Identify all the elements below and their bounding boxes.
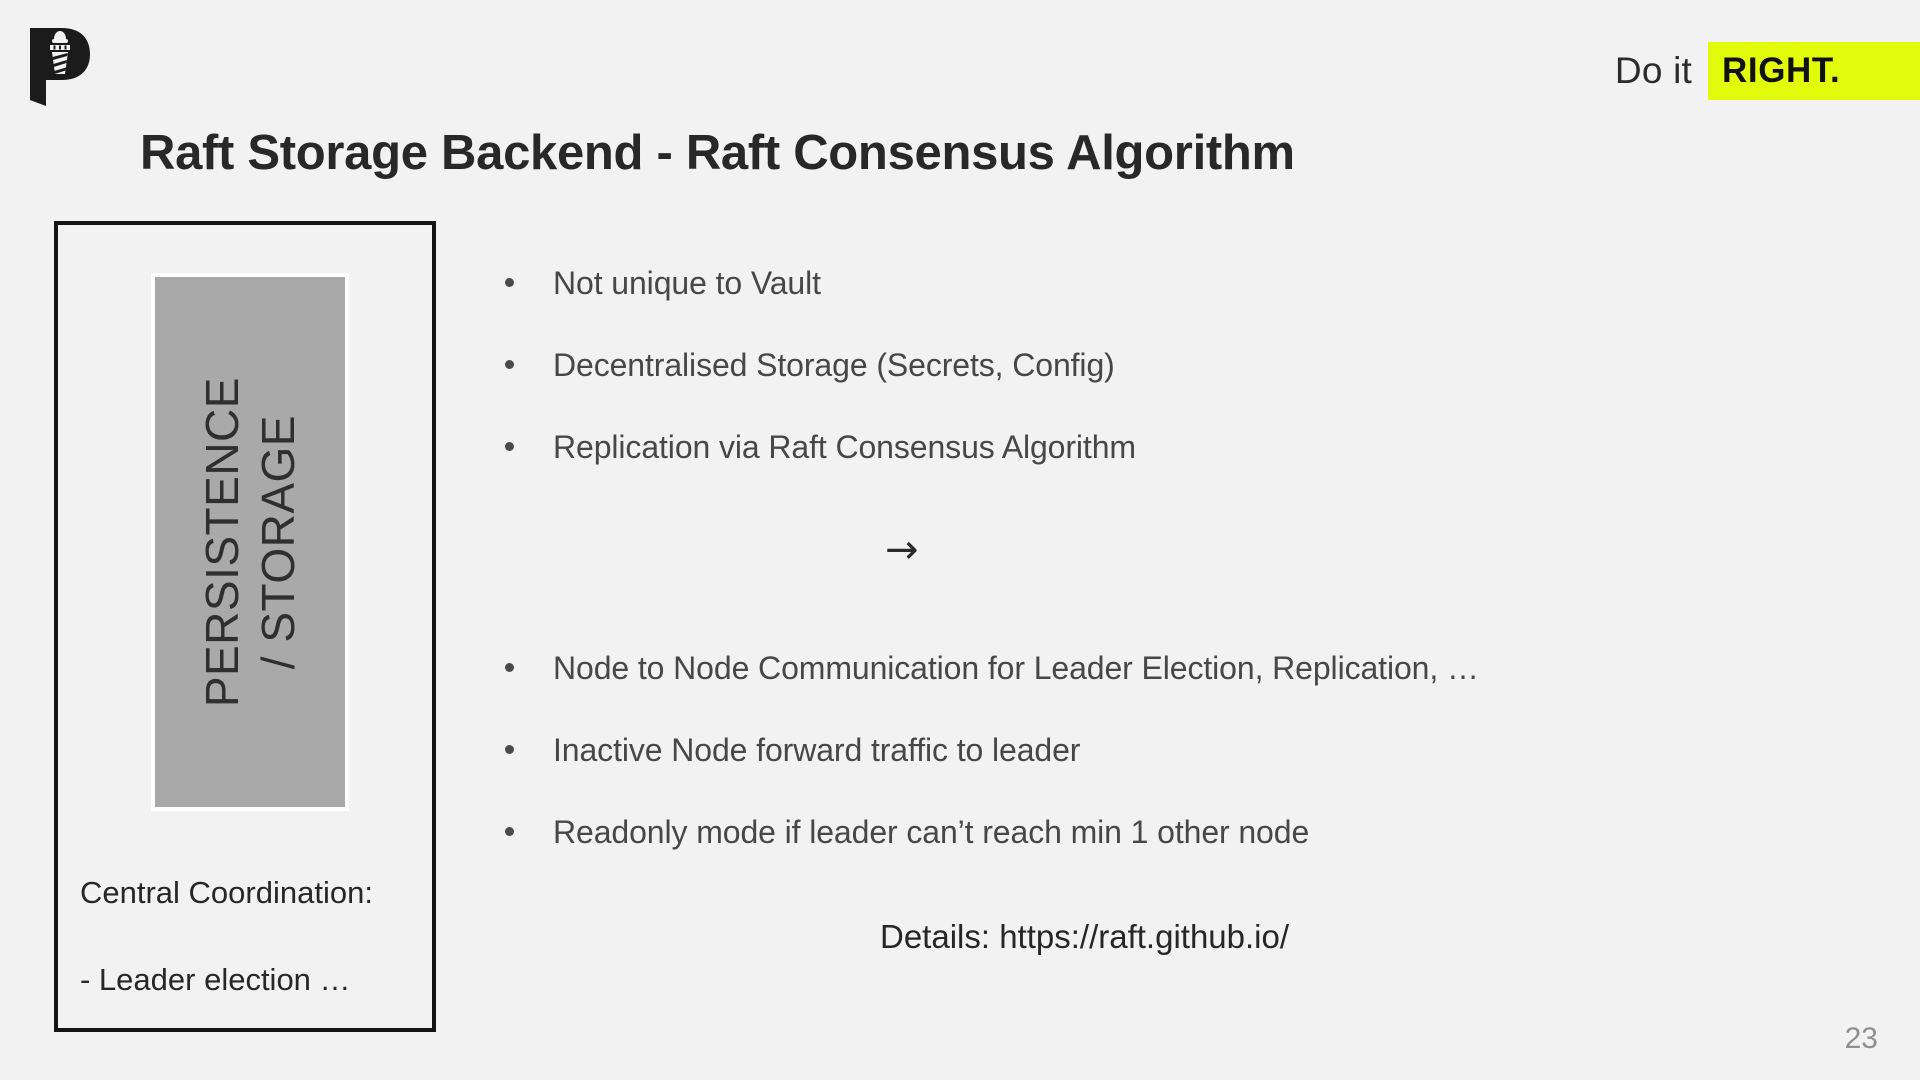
arrow-right-icon: → (885, 527, 919, 573)
bullet-dot-icon (505, 442, 514, 451)
list-item: Node to Node Communication for Leader El… (505, 650, 1479, 687)
bullet-list-bottom: Node to Node Communication for Leader El… (505, 650, 1479, 851)
list-item: Not unique to Vault (505, 265, 1136, 302)
list-item-label: Decentralised Storage (Secrets, Config) (553, 347, 1115, 383)
storage-block: PERSISTENCE / STORAGE (151, 273, 349, 811)
storage-label-line-2: / STORAGE (252, 414, 305, 670)
bullet-dot-icon (505, 360, 514, 369)
panel-note-heading: Central Coordination: (80, 875, 373, 910)
persistence-storage-panel: PERSISTENCE / STORAGE Central Coordinati… (54, 221, 436, 1032)
list-item: Replication via Raft Consensus Algorithm (505, 429, 1136, 466)
panel-note-item: - Leader election … (80, 962, 351, 997)
tagline-highlight-badge: RIGHT. (1708, 42, 1920, 100)
tagline-plain-text: Do it (1614, 50, 1692, 91)
bullet-dot-icon (505, 663, 514, 672)
page-title: Raft Storage Backend - Raft Consensus Al… (140, 126, 1295, 180)
bullet-dot-icon (505, 827, 514, 836)
page-number: 23 (1844, 1022, 1878, 1055)
details-link[interactable]: Details: https://raft.github.io/ (880, 918, 1290, 955)
list-item: Readonly mode if leader can’t reach min … (505, 814, 1479, 851)
list-item-label: Not unique to Vault (553, 265, 821, 301)
bullet-list-top: Not unique to Vault Decentralised Storag… (505, 265, 1136, 466)
list-item: Inactive Node forward traffic to leader (505, 732, 1479, 769)
bullet-dot-icon (505, 745, 514, 754)
list-item-label: Replication via Raft Consensus Algorithm (553, 429, 1136, 465)
storage-label-line-1: PERSISTENCE (195, 376, 248, 708)
list-item-label: Inactive Node forward traffic to leader (553, 732, 1081, 768)
brand-tagline: Do it RIGHT. (1615, 42, 1920, 100)
list-item: Decentralised Storage (Secrets, Config) (505, 347, 1136, 384)
storage-block-label: PERSISTENCE / STORAGE (194, 377, 306, 707)
bullet-dot-icon (505, 278, 514, 287)
list-item-label: Readonly mode if leader can’t reach min … (553, 814, 1310, 850)
list-item-label: Node to Node Communication for Leader El… (553, 650, 1479, 686)
lighthouse-p-logo-icon (28, 26, 92, 108)
